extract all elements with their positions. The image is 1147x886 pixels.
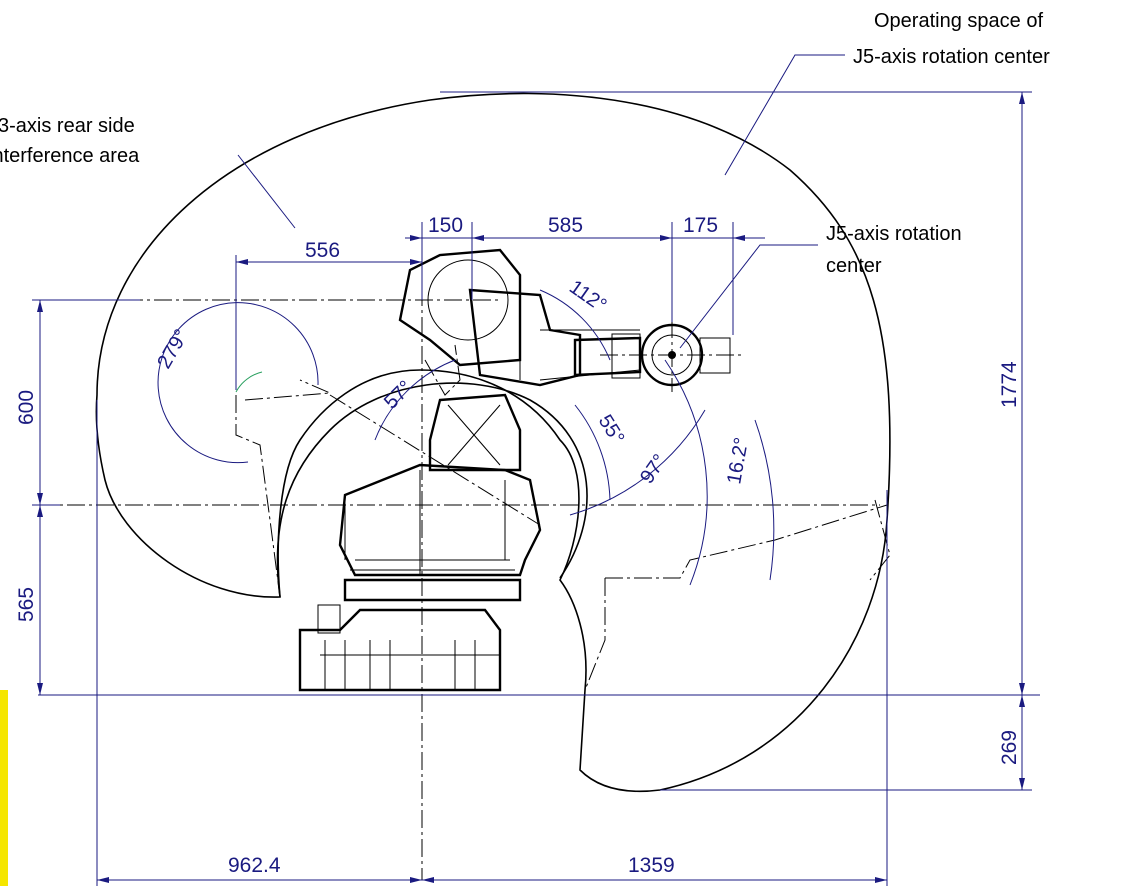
- yellow-edge-strip: [0, 690, 8, 886]
- dashdot-line-d: [584, 578, 606, 691]
- dim-150: 150: [428, 214, 463, 237]
- label-operating-space-2: J5-axis rotation center: [853, 46, 1050, 68]
- label-j5-center-1: J5-axis rotation: [826, 223, 962, 245]
- leader-operating-space: [724, 54, 845, 176]
- dim-585: 585: [548, 214, 583, 237]
- dim-269: 269: [998, 730, 1021, 765]
- label-rear-interference-2: interference area: [0, 145, 140, 167]
- arc-279: [157, 302, 319, 464]
- angle-16-2: 16.2°: [723, 436, 753, 486]
- arc-97b: [569, 409, 706, 516]
- dashdot-line-b: [605, 504, 888, 579]
- angle-55: 55°: [594, 411, 629, 448]
- leader-j5-center: [679, 244, 818, 349]
- dashdot-line-a: [235, 379, 331, 598]
- label-rear-interference-1: J3-axis rear side: [0, 115, 135, 137]
- robot-body: [298, 248, 745, 692]
- dim-1774: 1774: [998, 361, 1021, 408]
- angle-279: 279°: [153, 326, 193, 373]
- j3-rear-wedge: [424, 344, 461, 396]
- angle-57: 57°: [380, 377, 417, 414]
- arc-green: [235, 371, 263, 393]
- arc-55: [574, 404, 611, 501]
- label-j5-center-2: center: [826, 255, 882, 277]
- leader-rear-interference: [237, 154, 296, 229]
- angle-112: 112°: [565, 276, 610, 317]
- dim-600: 600: [15, 390, 38, 425]
- arc-57: [374, 359, 456, 441]
- dimension-arrowheads: [37, 92, 1025, 883]
- dim-565: 565: [15, 587, 38, 622]
- dim-175: 175: [683, 214, 718, 237]
- angle-97: 97°: [636, 450, 671, 487]
- operating-space-envelope: [95, 92, 891, 793]
- inner-envelope-arc: [276, 382, 588, 598]
- dim-556: 556: [305, 239, 340, 262]
- arc-16: [754, 419, 775, 581]
- dim-1359: 1359: [628, 854, 675, 877]
- dim-962-4: 962.4: [228, 854, 281, 877]
- label-operating-space-1: Operating space of: [874, 10, 1043, 32]
- arc-97: [664, 359, 708, 586]
- arc-112: [539, 289, 611, 361]
